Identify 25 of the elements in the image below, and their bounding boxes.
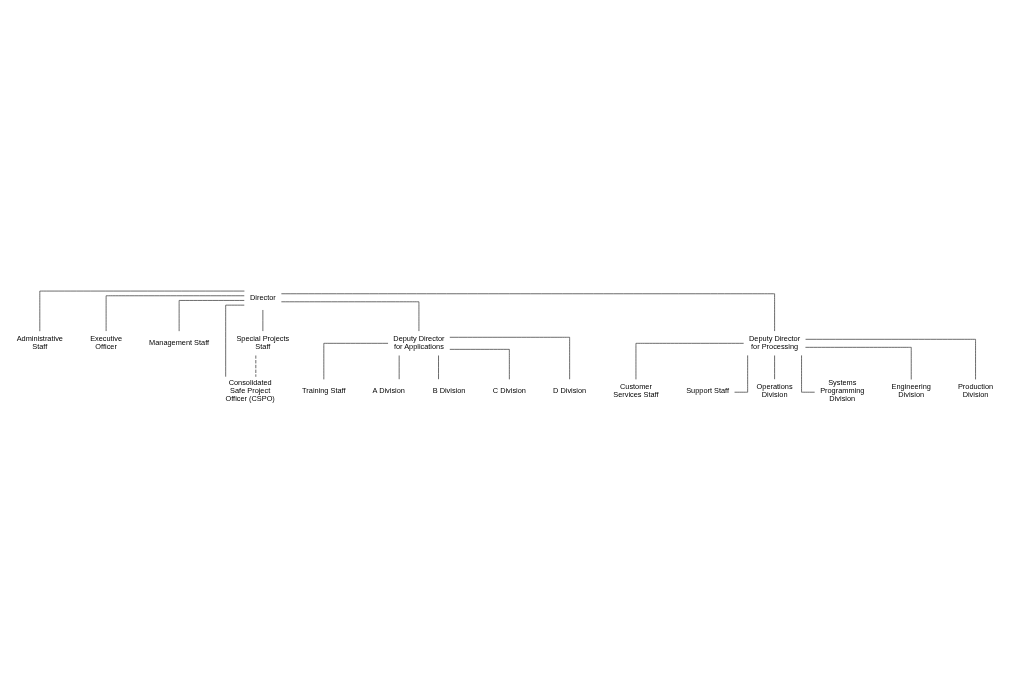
connector [448,349,510,380]
node-text: Production Division [957,382,993,400]
node-text: Systems Programming Division [819,378,864,404]
connector [773,355,775,380]
node-text: B Division [432,386,465,396]
node-text: Management Staff [148,338,209,348]
node-text: Consolidated Safe Project Officer (CSPO) [224,378,275,404]
node-text: Administrative Staff [16,334,63,352]
node-text: C Division [492,386,526,396]
node-text: Deputy Director for Applications [392,334,444,352]
node-text: Director [249,292,276,302]
node-text: A Division [372,386,405,396]
node-text: Training Staff [301,386,345,396]
connector [178,300,245,332]
node-text: Support Staff [685,386,729,396]
node-text: Engineering Division [891,382,931,400]
node-text: Operations Division [756,382,793,400]
node-text: Executive Officer [89,334,122,352]
node-text: Special Projects Staff [235,334,289,352]
connector [804,338,976,380]
node-text: D Division [552,386,586,396]
node-text: Deputy Director for Processing [748,334,800,352]
node-text: Customer Services Staff [612,382,659,400]
connector [437,355,439,380]
connector [280,293,775,332]
